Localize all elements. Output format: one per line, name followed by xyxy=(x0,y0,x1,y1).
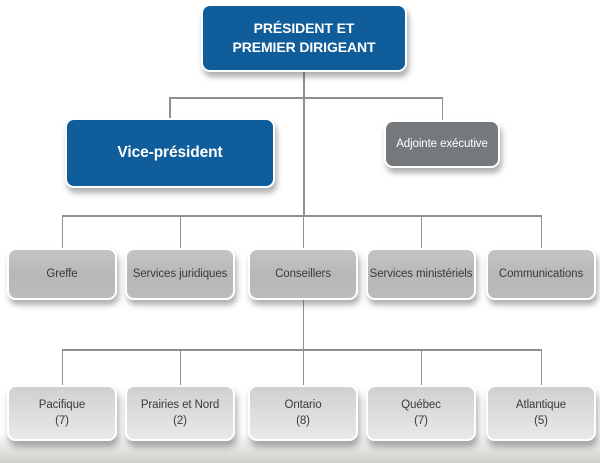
org-node-prairies-et-nord: Prairies et Nord (2) xyxy=(125,385,235,441)
executive-assistant-label: Adjointe exécutive xyxy=(396,138,488,150)
connector-drop-greffe xyxy=(61,215,63,248)
org-node-executive-assistant: Adjointe exécutive xyxy=(384,120,500,168)
org-node-services-juridiques: Services juridiques xyxy=(125,248,235,300)
connector-drop-services-ministeriels xyxy=(420,215,422,248)
org-node-greffe: Greffe xyxy=(7,248,117,300)
president-label: PRÉSIDENT ET PREMIER DIRIGEANT xyxy=(233,19,376,57)
connector-drop-prairies-et-nord xyxy=(179,349,181,385)
connector-level2-rail xyxy=(169,97,443,99)
org-node-conseillers: Conseillers xyxy=(248,248,358,300)
org-node-services-ministeriels: Services ministériels xyxy=(366,248,476,300)
connector-drop-ontario xyxy=(302,349,304,385)
pacifique-count: (7) xyxy=(55,415,69,427)
connector-drop-quebec xyxy=(420,349,422,385)
services-juridiques-label: Services juridiques xyxy=(132,268,228,280)
vice-president-label: Vice-président xyxy=(117,144,223,161)
prairies-et-nord-label: Prairies et Nord xyxy=(140,399,220,411)
services-ministeriels-label: Services ministériels xyxy=(369,268,473,280)
org-node-ontario: Ontario (8) xyxy=(248,385,358,441)
president-label-line2: PREMIER DIRIGEANT xyxy=(232,39,376,55)
org-node-pacifique: Pacifique (7) xyxy=(7,385,117,441)
atlantique-label-group: Atlantique (5) xyxy=(516,397,566,429)
connector-drop-executive-assistant xyxy=(441,97,443,120)
org-node-president: PRÉSIDENT ET PREMIER DIRIGEANT xyxy=(201,4,407,72)
connector-drop-services-juridiques xyxy=(179,215,181,248)
quebec-label-group: Québec (7) xyxy=(401,397,441,429)
org-node-atlantique: Atlantique (5) xyxy=(486,385,596,441)
connector-drop-atlantique xyxy=(540,349,542,385)
org-node-quebec: Québec (7) xyxy=(366,385,476,441)
ontario-count: (8) xyxy=(296,415,310,427)
greffe-label: Greffe xyxy=(46,268,78,280)
communications-label: Communications xyxy=(498,268,584,280)
connector-conseillers-vline xyxy=(302,300,304,350)
org-node-vice-president: Vice-président xyxy=(65,118,275,188)
ontario-label: Ontario xyxy=(284,399,322,411)
atlantique-count: (5) xyxy=(534,415,548,427)
prairies-et-nord-label-group: Prairies et Nord (2) xyxy=(141,397,219,429)
president-label-line1: PRÉSIDENT ET xyxy=(253,20,355,36)
connector-drop-vice-president xyxy=(169,97,171,118)
conseillers-label: Conseillers xyxy=(275,268,331,280)
ontario-label-group: Ontario (8) xyxy=(284,397,321,429)
quebec-count: (7) xyxy=(414,415,428,427)
pacifique-label-group: Pacifique (7) xyxy=(38,397,86,429)
org-node-communications: Communications xyxy=(486,248,596,300)
connector-level4-rail xyxy=(61,349,542,351)
pacifique-label: Pacifique xyxy=(38,399,86,411)
atlantique-label: Atlantique xyxy=(515,399,567,411)
prairies-et-nord-count: (2) xyxy=(173,415,187,427)
connector-drop-conseillers xyxy=(302,215,304,248)
connector-president-vline xyxy=(303,72,305,216)
connector-drop-communications xyxy=(540,215,542,248)
connector-drop-pacifique xyxy=(61,349,63,385)
quebec-label: Québec xyxy=(401,399,441,411)
connector-level3-rail xyxy=(61,215,542,217)
